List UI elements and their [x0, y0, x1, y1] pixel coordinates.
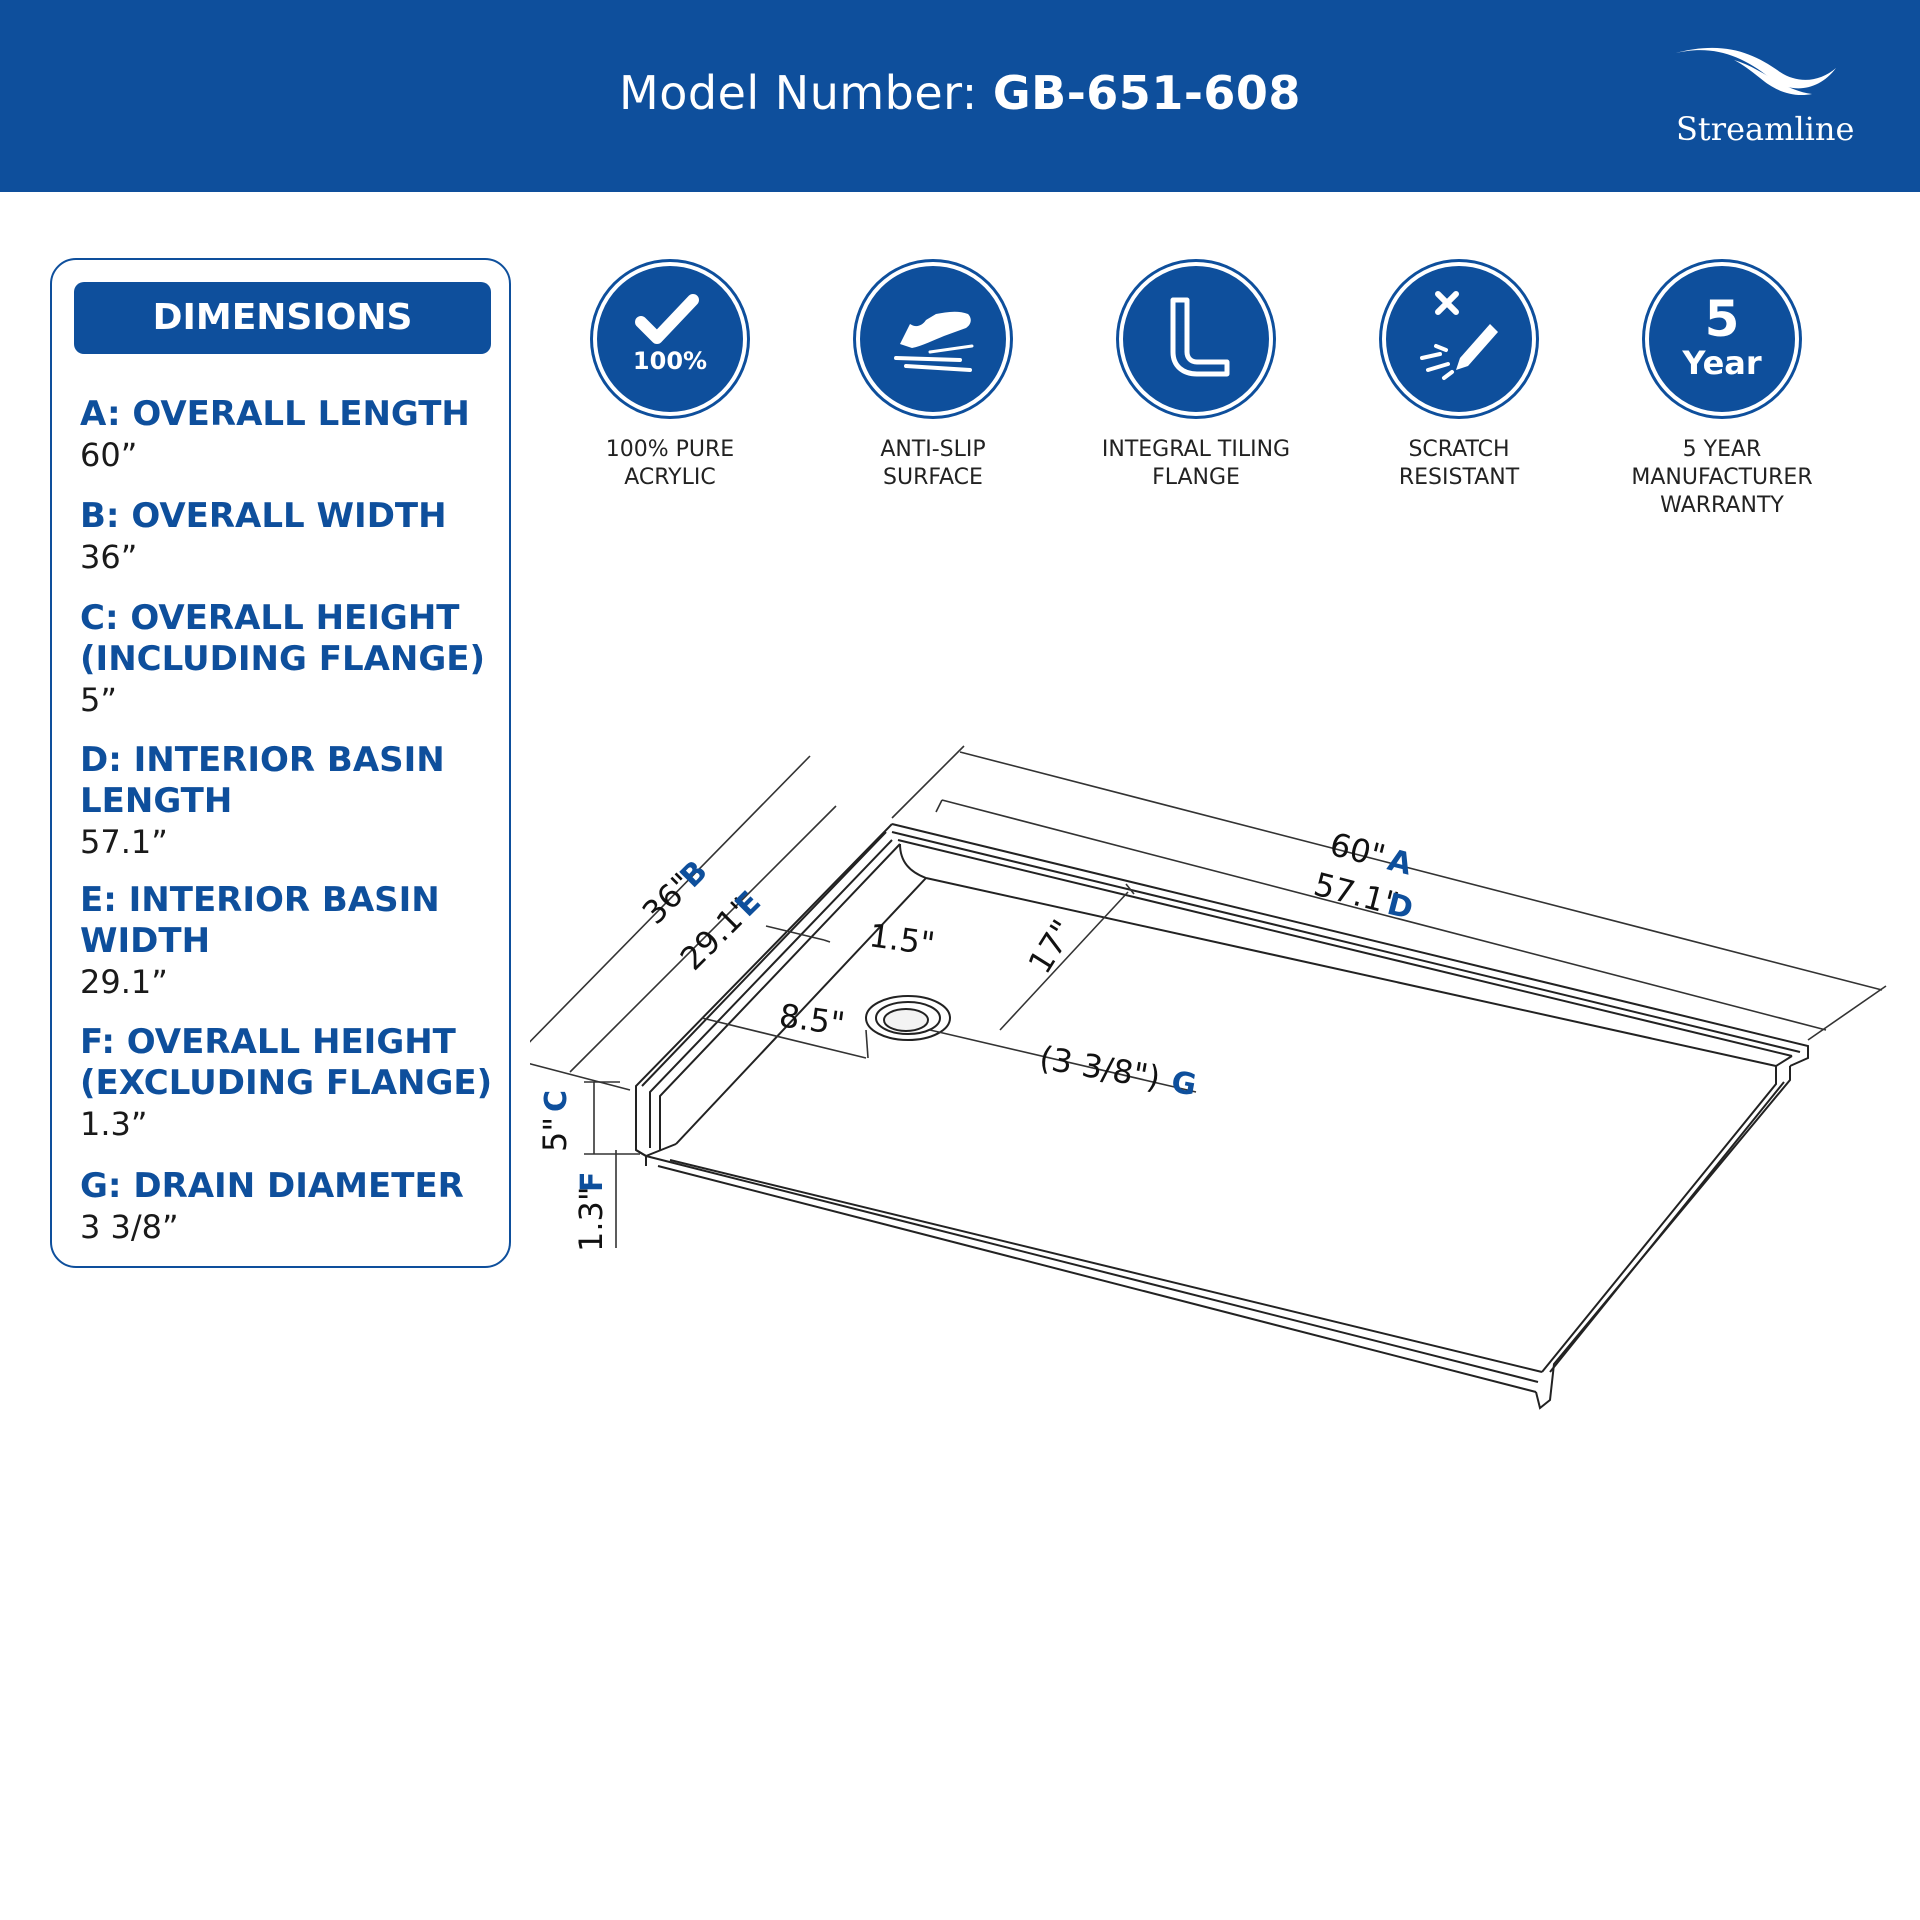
dim-a-value: 60" [1326, 825, 1389, 876]
dim-c-value: 5" [536, 1117, 574, 1152]
feature-badge: 100% [593, 262, 747, 416]
badge-percent: 100% [633, 347, 707, 375]
model-number: GB-651-608 [992, 66, 1301, 120]
dimension-value: 1.3” [80, 1105, 148, 1143]
warranty-5-year-icon: 5 Year [1681, 290, 1762, 382]
page-title: Model Number: GB-651-608 [0, 66, 1920, 120]
dimension-value: 5” [80, 681, 117, 719]
dimensions-heading: DIMENSIONS [74, 282, 491, 354]
dimension-e: E: INTERIOR BASIN WIDTH 29.1” [80, 880, 500, 1003]
dimensions-panel: DIMENSIONS A: OVERALL LENGTH 60” B: OVER… [50, 258, 511, 1268]
dimension-label: F: OVERALL HEIGHT (EXCLUDING FLANGE) [80, 1022, 493, 1103]
badge-text: Year [1681, 344, 1762, 382]
dimension-d: D: INTERIOR BASIN LENGTH 57.1” [80, 740, 500, 863]
dim-g-label: (3 3/8") G [1037, 1038, 1199, 1104]
dim-f-value: 1.3" [572, 1186, 610, 1252]
feature-badge [1382, 262, 1536, 416]
dimension-value: 60” [80, 436, 138, 474]
dimension-lines [530, 745, 1887, 1248]
tiling-flange-icon [1170, 297, 1230, 377]
dim-a-letter: A [1384, 843, 1416, 883]
dim-g-letter: G [1169, 1065, 1199, 1104]
drain-offset-y: 17" [1021, 913, 1083, 980]
anti-slip-shoe-icon [894, 311, 974, 372]
dim-1-5-label: 1.5" [867, 916, 937, 963]
dimension-label: G: DRAIN DIAMETER [80, 1166, 464, 1206]
drain-offset-side: 1.5" [867, 916, 937, 963]
checkmark-100-icon: 100% [633, 294, 707, 375]
dim-f-letter: F [575, 1172, 610, 1193]
badge-number: 5 [1705, 290, 1740, 348]
dimension-label: A: OVERALL LENGTH [80, 394, 470, 434]
dimension-b: B: OVERALL WIDTH 36” [80, 496, 500, 578]
dimension-value: 36” [80, 538, 138, 576]
shower-base-outline [635, 823, 1809, 1410]
dim-g-value: (3 3/8") [1037, 1038, 1163, 1097]
dimension-label: B: OVERALL WIDTH [80, 496, 447, 536]
dimension-value: 3 3/8” [80, 1208, 179, 1246]
feature-label: 5 YEAR MANUFACTURER WARRANTY [1631, 437, 1813, 518]
dimension-g: G: DRAIN DIAMETER 3 3/8” [80, 1166, 500, 1248]
dimension-c: C: OVERALL HEIGHT (INCLUDING FLANGE) 5” [80, 598, 500, 721]
wave-logo-icon [1672, 47, 1836, 96]
scratch-resistant-icon [1420, 291, 1498, 380]
feature-badge [856, 262, 1010, 416]
feature-label: INTEGRAL TILING FLANGE [1101, 437, 1291, 490]
drain-offset-x: 8.5" [777, 996, 847, 1043]
dimension-label: C: OVERALL HEIGHT (INCLUDING FLANGE) [80, 598, 486, 679]
dim-8-5-label: 8.5" [777, 996, 847, 1043]
dimension-label: E: INTERIOR BASIN WIDTH [80, 880, 440, 961]
header-banner: Model Number: GB-651-608 Streamline [0, 0, 1920, 192]
feature-label: ANTI-SLIP SURFACE [880, 437, 986, 490]
feature-label: 100% PURE ACRYLIC [605, 437, 735, 490]
dim-c-letter: C [539, 1090, 574, 1112]
feature-label: SCRATCH RESISTANT [1398, 437, 1520, 490]
drain [865, 995, 951, 1041]
model-prefix: Model Number: [619, 66, 993, 120]
dim-f-label: 1.3" F [572, 1172, 610, 1253]
brand-name: Streamline [1676, 110, 1855, 148]
dimension-value: 57.1” [80, 823, 168, 861]
dimension-label: D: INTERIOR BASIN LENGTH [80, 740, 445, 821]
dim-c-label: 5" C [536, 1090, 574, 1152]
dimension-value: 29.1” [80, 963, 168, 1001]
dim-17-label: 17" [1021, 913, 1083, 980]
dimension-f: F: OVERALL HEIGHT (EXCLUDING FLANGE) 1.3… [80, 1022, 500, 1145]
feature-badge: 5 Year [1645, 262, 1799, 416]
dimension-a: A: OVERALL LENGTH 60” [80, 394, 500, 476]
shower-base-diagram: 60" A 57.1" D 36" B 29.1" E 17" 1.5" 8.5… [530, 745, 1887, 1410]
streamline-logo: Streamline [1670, 46, 1854, 156]
feature-badge [1119, 262, 1273, 416]
